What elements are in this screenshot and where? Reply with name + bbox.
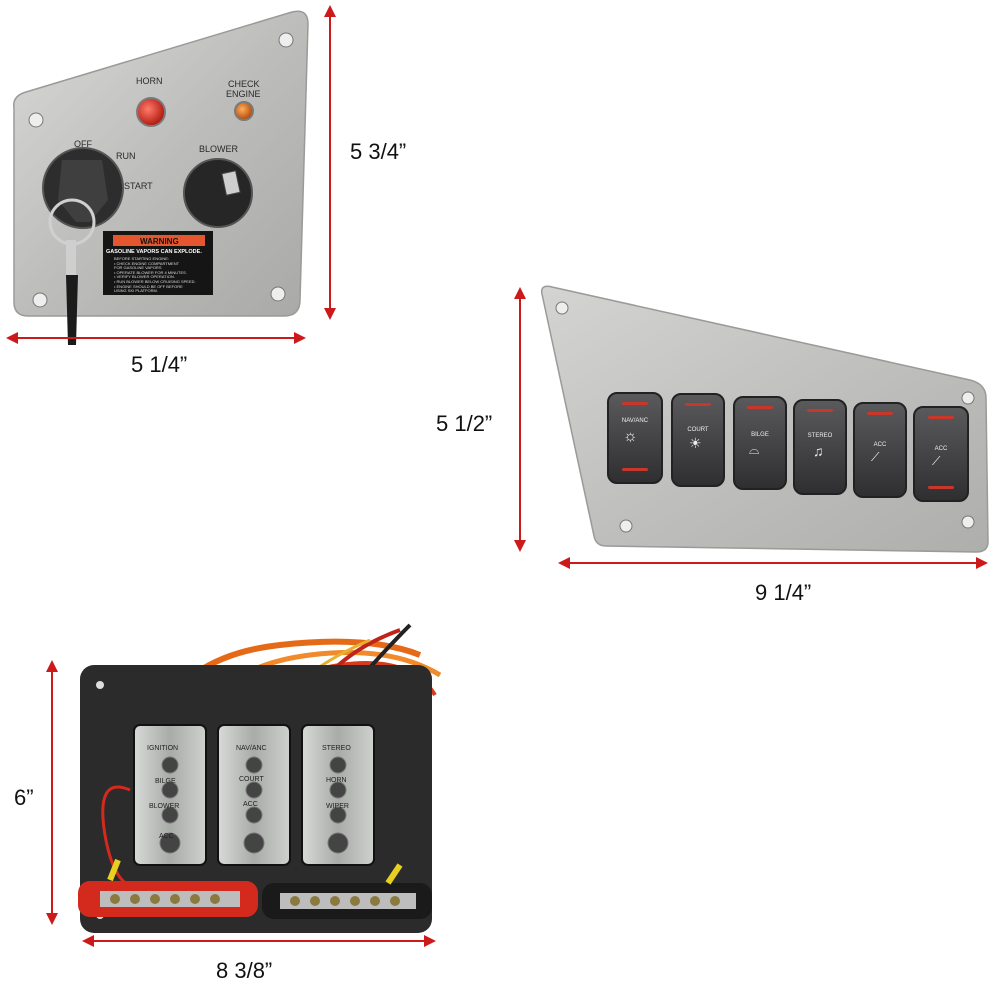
- panel2-width-label: 9 1/4”: [755, 580, 812, 605]
- accessory-icon: ⟋: [932, 454, 941, 468]
- fuse-label-bilge: BILGE: [155, 778, 176, 785]
- switch-label-6: ACC: [934, 446, 948, 452]
- panel3-width-arrow: [82, 935, 436, 947]
- fuse-label-ignition: IGNITION: [147, 745, 179, 752]
- panel3-height-arrow: [46, 660, 58, 925]
- panel1-height-label: 5 3/4”: [350, 139, 407, 164]
- panel3-height-label: 6”: [14, 785, 34, 810]
- panel3-width-label: 8 3/8”: [216, 958, 273, 983]
- check-engine-label-1: CHECK: [228, 79, 260, 89]
- blower-switch: [183, 158, 253, 228]
- rocker-switch-1[interactable]: NAV/ANC ☼: [607, 392, 663, 484]
- fuse-board-photo: [78, 623, 442, 933]
- panel2-height-arrow: [514, 287, 526, 552]
- fuse-label-stereo: STEREO: [322, 745, 351, 752]
- off-label: OFF: [74, 139, 92, 149]
- rocker-switch-2[interactable]: COURT ☀: [671, 393, 725, 487]
- fuse-label-acc-2: ACC: [159, 833, 174, 840]
- check-engine-label-2: ENGINE: [226, 89, 261, 99]
- rocker-switch-5[interactable]: ACC ⟋: [853, 402, 907, 498]
- blower-label: BLOWER: [199, 144, 239, 154]
- fuse-label-blower: BLOWER: [149, 803, 180, 810]
- courtesy-light-icon: ☀: [689, 435, 702, 451]
- panel1-width-label: 5 1/4”: [131, 352, 188, 377]
- ignition-panel-photo: [13, 10, 309, 345]
- fuse-label-acc-1: ACC: [243, 801, 258, 808]
- switch-label-1: NAV/ANC: [621, 418, 649, 424]
- horn-label: HORN: [136, 76, 163, 86]
- warning-subtitle: GASOLINE VAPORS CAN EXPLODE.: [106, 249, 202, 255]
- fuse-label-wiper: WIPER: [326, 803, 349, 810]
- fuse-label-horn: HORN: [326, 777, 347, 784]
- switch-label-5: ACC: [873, 442, 887, 448]
- fuse-label-nav-anc: NAV/ANC: [236, 745, 267, 752]
- accessory-icon: ⟋: [871, 450, 880, 464]
- rocker-switch-4[interactable]: STEREO ♫: [793, 399, 847, 495]
- panel2-height-label: 5 1/2”: [436, 411, 493, 436]
- switch-label-2: COURT: [687, 427, 709, 433]
- warning-text: BEFORE STARTING ENGINE: • CHECK ENGINE C…: [114, 256, 196, 294]
- horn-lamp: [136, 97, 166, 127]
- run-label: RUN: [116, 151, 136, 161]
- panel1-width-arrow: [6, 332, 306, 344]
- start-label: START: [124, 181, 153, 191]
- music-note-icon: ♫: [813, 443, 824, 459]
- check-engine-lamp: [234, 101, 254, 121]
- panel2-width-arrow: [558, 557, 988, 569]
- fuse-label-court: COURT: [239, 776, 264, 783]
- bilge-pump-icon: ⌓: [749, 442, 760, 457]
- panel1-height-arrow: [324, 5, 336, 320]
- warning-title: WARNING: [140, 237, 179, 246]
- rocker-switch-3[interactable]: BILGE ⌓: [733, 396, 787, 490]
- rocker-switch-6[interactable]: ACC ⟋: [913, 406, 969, 502]
- switch-label-3: BILGE: [751, 432, 769, 438]
- navigation-light-icon: ☼: [623, 428, 638, 445]
- switch-label-4: STEREO: [807, 433, 833, 439]
